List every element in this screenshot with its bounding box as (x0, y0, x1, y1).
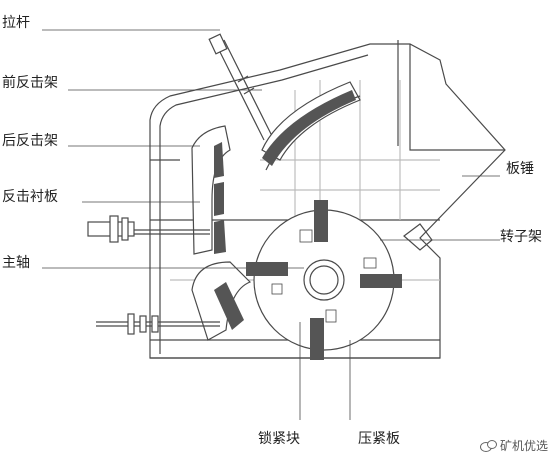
feed-chute (409, 44, 505, 151)
label-apron-liner: 反击衬板 (2, 189, 58, 205)
adjust-rod-lower (96, 313, 220, 335)
leader-lines (42, 29, 500, 420)
watermark: 矿机优选 (479, 437, 548, 454)
label-pull-rod: 拉杆 (2, 15, 30, 31)
locking-blocks (271, 229, 377, 323)
pull-rod (208, 33, 273, 141)
watermark-text: 矿机优选 (499, 439, 548, 453)
housing-inner (159, 54, 369, 354)
apron-liners (214, 90, 356, 330)
label-front-apron: 前反击架 (2, 75, 58, 91)
label-clamping-plate: 压紧板 (358, 431, 400, 447)
wechat-icon (479, 439, 497, 452)
label-rear-apron: 后反击架 (2, 133, 58, 149)
blow-bars (246, 200, 402, 360)
label-rotor-frame: 转子架 (500, 229, 542, 245)
housing-outline (149, 43, 506, 359)
label-blow-bar: 板锤 (506, 161, 534, 177)
label-main-shaft: 主轴 (2, 255, 30, 271)
label-locking-block: 锁紧块 (258, 431, 300, 447)
adjust-rod-upper (87, 215, 210, 243)
